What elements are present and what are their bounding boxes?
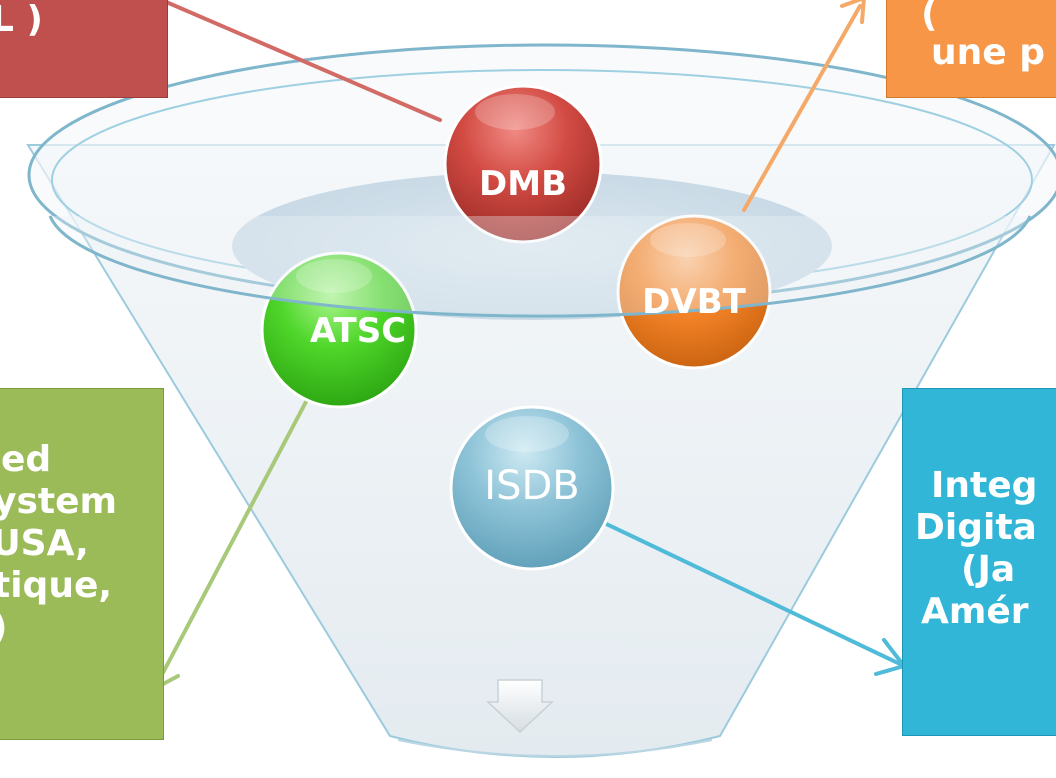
node-isdb [449,405,615,571]
callout-isdb-line: Amér [921,591,1029,632]
callout-isdb-line: Digita [915,507,1037,548]
callout-atsc: ed ystem (USA, tique, ) [0,388,164,740]
callout-dvbt-line: ( [921,0,938,35]
node-atsc [260,251,418,409]
node-isdb-highlight [485,416,569,452]
callout-dvbt-line: une p [931,32,1045,73]
connector-dvbt-head [840,0,866,24]
down-arrow-icon [486,679,554,734]
node-isdb-label: ISDB [484,463,580,509]
callout-atsc-line: tique, [0,565,113,606]
node-dvbt-highlight [650,223,726,257]
connector-isdb-head [874,638,906,676]
connector-isdb [596,518,902,666]
node-dmb-highlight [475,94,555,130]
callout-atsc-line: (USA, [0,523,89,564]
connector-dvbt [742,4,862,212]
node-dvbt-label: DVBT [642,282,746,322]
node-dmb [443,84,603,244]
node-dmb-label: DMB [479,164,567,204]
node-dvbt [616,214,772,370]
callout-isdb: Integ Digita (Ja Amér [902,388,1056,736]
callout-atsc-line: ystem [0,481,118,522]
callout-dmb-line: L ) [0,0,43,40]
connector-dmb [156,0,442,122]
node-atsc-label: ATSC [309,311,407,351]
callout-atsc-line: ed [1,439,52,480]
node-atsc-highlight [296,259,372,293]
connector-atsc [154,396,310,688]
callout-isdb-line: (Ja [961,549,1016,590]
funnel-rim-front [48,215,1032,318]
callout-dvbt: ( une p [886,0,1056,98]
callout-dmb: L ) [0,0,168,98]
callout-isdb-line: Integ [931,465,1038,506]
funnel-spout-rim [397,739,713,757]
callout-atsc-line: ) [0,607,7,649]
